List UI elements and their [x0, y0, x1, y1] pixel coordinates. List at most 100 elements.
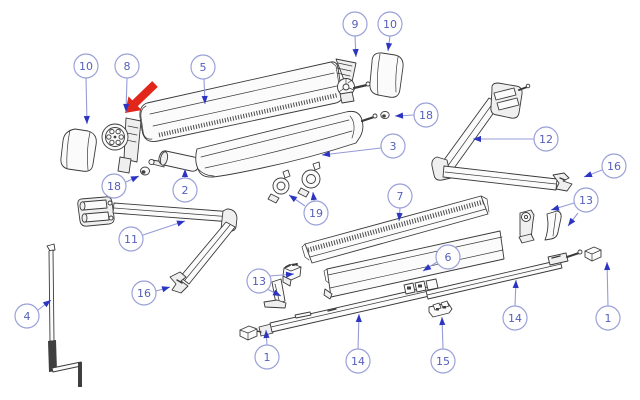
- leader-arrowhead: [42, 300, 51, 308]
- leader-arrowhead: [181, 169, 189, 177]
- callout-16[interactable]: 16: [583, 153, 627, 179]
- callout-number: 7: [397, 190, 404, 203]
- callout-number: 4: [24, 310, 31, 323]
- leader-arrowhead: [396, 212, 403, 221]
- callout-8[interactable]: 8: [114, 53, 140, 113]
- callout-number: 16: [137, 287, 151, 300]
- leader-arrowhead: [473, 135, 481, 143]
- callout-9[interactable]: 9: [342, 11, 368, 58]
- callout-16[interactable]: 16: [131, 280, 171, 306]
- highlight-arrow: [125, 81, 158, 113]
- callout-circle: [14, 303, 40, 329]
- callout-18[interactable]: 18: [394, 102, 439, 128]
- callout-number: 11: [124, 233, 138, 246]
- callouts-layer: 10 8 5 9 10 18 3 12 16 13 2 18 19 7 6 11 16 4 13 1 14 15 14 1: [14, 11, 627, 374]
- leader-arrowhead: [551, 204, 560, 211]
- part-4-crank-rod: [46, 243, 82, 387]
- callout-1[interactable]: 1: [595, 261, 621, 331]
- leader-arrowhead: [512, 280, 519, 289]
- callout-circle: [387, 183, 413, 209]
- callout-circle: [246, 268, 272, 294]
- part-16-arm-end-right: [552, 172, 573, 192]
- callout-number: 8: [124, 60, 131, 73]
- callout-number: 19: [309, 207, 323, 220]
- callout-6[interactable]: 6: [422, 244, 461, 272]
- callout-10[interactable]: 10: [377, 11, 403, 52]
- callout-circle: [573, 187, 599, 213]
- leader-arrowhead: [604, 262, 611, 271]
- callout-number: 14: [508, 312, 522, 325]
- callout-13[interactable]: 13: [246, 268, 295, 297]
- callout-circle: [172, 177, 198, 203]
- callout-circle: [435, 244, 461, 270]
- leader-arrowhead: [130, 176, 139, 183]
- callout-number: 13: [252, 275, 266, 288]
- callout-circle: [413, 102, 439, 128]
- callout-circle: [303, 200, 329, 226]
- callout-circle: [254, 344, 280, 370]
- leader-arrowhead: [386, 42, 393, 51]
- part-10-left-end-cap: [60, 128, 97, 172]
- part-6-front-panel: [323, 230, 505, 300]
- callout-10[interactable]: 10: [73, 53, 99, 125]
- leader-arrowhead: [285, 271, 294, 278]
- leader-arrowhead: [272, 289, 281, 296]
- highlight-arrow-layer: [125, 81, 158, 113]
- callout-11[interactable]: 11: [118, 220, 186, 252]
- callout-number: 1: [605, 312, 612, 325]
- leader-arrowhead: [584, 171, 593, 177]
- callout-number: 14: [351, 355, 365, 368]
- part-1-left-end-piece: [239, 325, 258, 341]
- leader-arrowhead: [568, 217, 576, 226]
- callout-circle: [118, 226, 144, 252]
- callout-13[interactable]: 13: [550, 187, 599, 227]
- callout-number: 12: [539, 133, 553, 146]
- callout-12[interactable]: 12: [473, 126, 559, 152]
- callout-3[interactable]: 3: [321, 133, 406, 159]
- callout-number: 18: [419, 109, 433, 122]
- part-13-right-brackets: [518, 209, 562, 244]
- callout-number: 10: [79, 60, 93, 73]
- callout-15[interactable]: 15: [430, 316, 456, 374]
- part-18-right-screw: [380, 110, 390, 120]
- part-11-spring-arm-left: [77, 196, 238, 285]
- callout-circle: [73, 53, 99, 79]
- callout-14[interactable]: 14: [345, 313, 371, 374]
- callout-4[interactable]: 4: [14, 299, 52, 329]
- parts-artwork-layer: [46, 52, 602, 387]
- part-19-clamp-brackets: [267, 161, 321, 204]
- callout-circle: [345, 348, 371, 374]
- leader-arrowhead: [289, 195, 298, 203]
- leader-arrowhead: [355, 314, 362, 323]
- leader-arrowhead: [352, 48, 359, 57]
- callout-circle: [595, 305, 621, 331]
- callout-circle: [342, 11, 368, 37]
- callout-14[interactable]: 14: [502, 279, 528, 331]
- callout-2[interactable]: 2: [172, 169, 198, 203]
- callout-1[interactable]: 1: [254, 329, 280, 370]
- callout-circle: [114, 53, 140, 79]
- callout-circle: [533, 126, 559, 152]
- callout-circle: [131, 280, 157, 306]
- leader-arrowhead: [176, 220, 185, 227]
- callout-18[interactable]: 18: [101, 173, 140, 199]
- callout-circle: [377, 11, 403, 37]
- part-7-lead-rail: [301, 195, 490, 264]
- part-15-rail-bracket: [428, 300, 453, 318]
- callout-5[interactable]: 5: [190, 54, 216, 105]
- callout-number: 3: [390, 140, 397, 153]
- part-5-case-profile: [139, 61, 343, 142]
- callout-19[interactable]: 19: [288, 191, 329, 226]
- leader-arrowhead: [423, 264, 432, 271]
- callout-circle: [101, 173, 127, 199]
- part-18-left-screw: [140, 166, 150, 176]
- part-9-gear-end: [335, 58, 371, 104]
- leader-arrowhead: [310, 192, 317, 201]
- leader-line: [321, 147, 382, 156]
- leader-arrowhead: [201, 95, 208, 104]
- callout-7[interactable]: 7: [387, 183, 413, 222]
- callout-number: 9: [352, 18, 359, 31]
- leader-arrowhead: [123, 103, 130, 112]
